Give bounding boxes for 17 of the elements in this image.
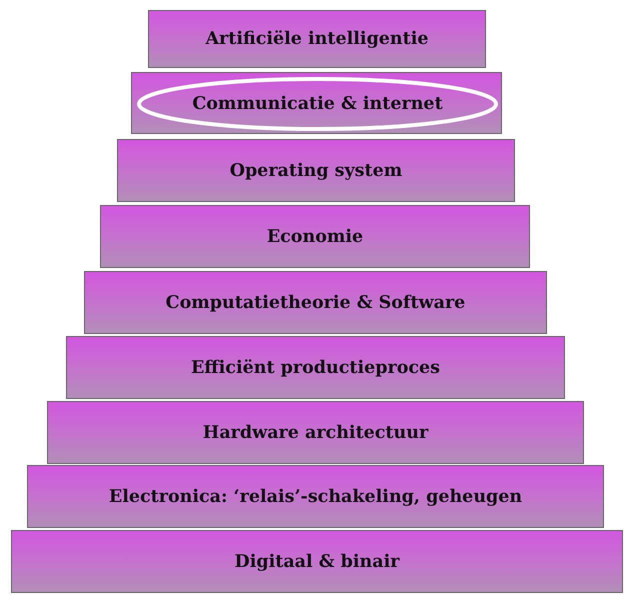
- step-label: Computatietheorie & Software: [166, 292, 466, 312]
- pyramid-step: [47, 401, 584, 464]
- step-label: Efficiënt productieproces: [190, 358, 440, 378]
- pyramid-step: [84, 271, 547, 334]
- pyramid-step: [148, 10, 486, 68]
- pyramid-step: [11, 530, 623, 593]
- pyramid-step: [117, 139, 515, 202]
- pyramid-step: [100, 205, 530, 268]
- step-label: Communicatie & internet: [192, 94, 443, 114]
- step-label: Operating system: [230, 160, 402, 180]
- step-label: Digitaal & binair: [234, 552, 400, 572]
- step-label: Hardware architectuur: [202, 422, 428, 442]
- step-label: Economie: [266, 226, 364, 246]
- step-label: Electronica: ‘relais’-schakeling, geheugen: [108, 486, 522, 506]
- step-label: Artificiële intelligentie: [205, 29, 429, 49]
- pyramid-step: [27, 465, 604, 528]
- pyramid-step: [66, 336, 565, 399]
